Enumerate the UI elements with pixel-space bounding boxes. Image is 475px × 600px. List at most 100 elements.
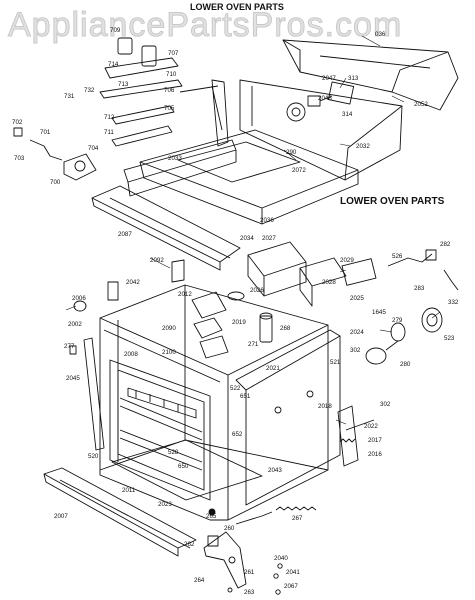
part-label-268: 268 xyxy=(280,325,291,332)
kick-plate xyxy=(43,467,197,557)
part-label-731: 731 xyxy=(64,93,75,100)
part-label-302: 302 xyxy=(380,401,391,408)
part-label-2042: 2042 xyxy=(126,279,140,286)
part-label-262: 262 xyxy=(184,541,195,548)
part-label-2034: 2034 xyxy=(240,235,254,242)
part-label-713: 713 xyxy=(118,81,129,88)
part-label-2028: 2028 xyxy=(322,279,336,286)
part-label-2024: 2024 xyxy=(350,329,364,336)
bottom-panel xyxy=(111,439,263,501)
part-label-709: 709 xyxy=(110,27,121,34)
part-label-2047: 2047 xyxy=(322,75,336,82)
part-label-2007: 2007 xyxy=(54,513,68,520)
part-label-2052: 2052 xyxy=(414,101,428,108)
part-label-265: 265 xyxy=(206,513,217,520)
part-label-705: 705 xyxy=(164,105,175,112)
vent-duct-boxes xyxy=(247,241,347,307)
part-label-2002: 2002 xyxy=(68,321,82,328)
front-trim-frame xyxy=(123,139,237,197)
part-label-702: 702 xyxy=(12,119,23,126)
part-label-528: 528 xyxy=(168,449,179,456)
part-label-711: 711 xyxy=(104,129,114,136)
part-label-260: 260 xyxy=(224,525,235,532)
part-label-283: 283 xyxy=(414,285,425,292)
part-label-2008: 2008 xyxy=(124,351,138,358)
part-label-2045: 2045 xyxy=(66,375,80,382)
part-label-700: 700 xyxy=(50,179,61,186)
leader-lines xyxy=(65,35,441,425)
part-label-302: 302 xyxy=(350,347,361,354)
part-label-2006: 2006 xyxy=(72,295,86,302)
rear-vent-panel xyxy=(282,39,459,111)
part-label-2092: 2092 xyxy=(150,257,164,264)
part-label-706: 706 xyxy=(164,87,175,94)
part-label-2090: 2090 xyxy=(162,325,176,332)
screws xyxy=(208,508,283,595)
part-label-314: 314 xyxy=(342,111,353,118)
part-label-280: 280 xyxy=(400,361,411,368)
terminal-block xyxy=(341,249,459,291)
part-label-2012: 2012 xyxy=(178,291,192,298)
part-label-2025: 2025 xyxy=(350,295,364,302)
part-label-712: 712 xyxy=(104,114,115,121)
part-label-2027: 2027 xyxy=(262,235,276,242)
part-label-2016: 2016 xyxy=(368,451,382,458)
part-label-263: 263 xyxy=(244,589,255,596)
top-panel xyxy=(139,129,359,225)
part-label-2022: 2022 xyxy=(364,423,378,430)
part-label-701: 701 xyxy=(40,129,51,136)
side-trim-strip xyxy=(83,337,105,451)
part-label-2029: 2029 xyxy=(340,257,354,264)
part-label-2087: 2087 xyxy=(118,231,132,238)
part-label-279: 279 xyxy=(392,317,403,324)
part-label-277: 277 xyxy=(64,343,75,350)
part-label-2048: 2048 xyxy=(318,95,332,102)
door-gasket-strip xyxy=(337,405,375,467)
part-label-2040: 2040 xyxy=(274,555,288,562)
part-label-2041: 2041 xyxy=(286,569,300,576)
part-label-271: 271 xyxy=(248,341,259,348)
part-label-523: 523 xyxy=(444,335,455,342)
part-label-650: 650 xyxy=(178,463,189,470)
part-label-707: 707 xyxy=(168,50,179,57)
part-label-652: 652 xyxy=(232,431,243,438)
part-label-267: 267 xyxy=(292,515,303,522)
part-label-710: 710 xyxy=(166,71,177,78)
part-label-2033: 2033 xyxy=(168,155,182,162)
back-wall-panel xyxy=(239,79,403,181)
vent-trim xyxy=(91,185,241,271)
oven-cavity xyxy=(109,359,211,501)
switch-assembly xyxy=(307,81,355,107)
part-label-2023: 2023 xyxy=(158,501,172,508)
part-label-2067: 2067 xyxy=(284,583,298,590)
oven-rack xyxy=(127,387,197,419)
part-label-651: 651 xyxy=(240,393,251,400)
hinge-spring xyxy=(275,438,356,511)
part-label-2018: 2018 xyxy=(318,403,332,410)
door-hinge xyxy=(203,511,273,589)
part-label-2043: 2043 xyxy=(268,467,282,474)
part-label-2036: 2036 xyxy=(260,217,274,224)
part-label-2017: 2017 xyxy=(368,437,382,444)
part-label-282: 282 xyxy=(440,241,451,248)
part-label-261: 261 xyxy=(244,569,255,576)
part-label-2072: 2072 xyxy=(292,167,306,174)
part-label-332: 332 xyxy=(448,299,459,306)
part-label-2021: 2021 xyxy=(266,365,280,372)
part-label-526: 526 xyxy=(392,253,403,260)
part-label-2032: 2032 xyxy=(356,143,370,150)
part-label-732: 732 xyxy=(84,87,95,94)
part-label-264: 264 xyxy=(194,577,205,584)
part-label-290: 290 xyxy=(286,149,297,156)
part-label-036: 036 xyxy=(375,31,386,38)
part-label-522: 522 xyxy=(230,385,241,392)
front-frame-parts xyxy=(69,259,185,355)
lock-motor-assembly xyxy=(13,127,97,181)
part-label-714: 714 xyxy=(108,61,119,68)
hinge-bracket-parts xyxy=(99,37,229,147)
part-label-521: 521 xyxy=(330,359,341,366)
part-label-2026: 2026 xyxy=(250,287,264,294)
